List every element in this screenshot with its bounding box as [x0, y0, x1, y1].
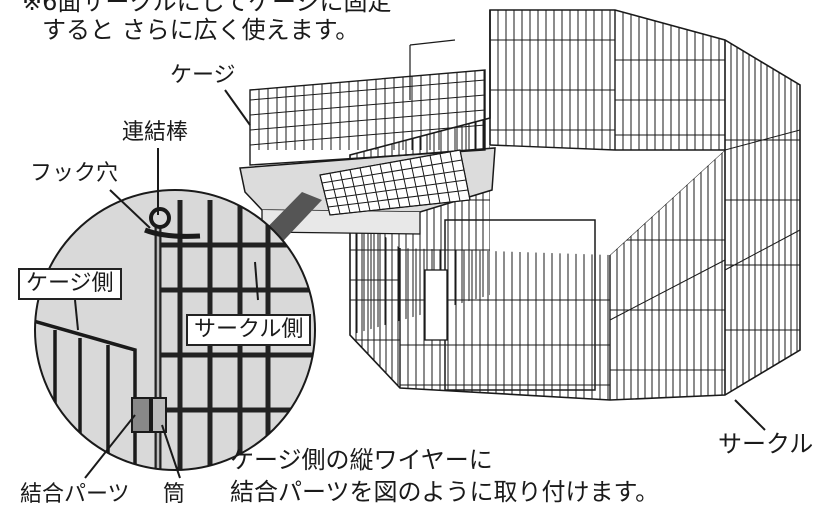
label-cage: ケージ	[170, 63, 236, 88]
cage-floor-wire	[319, 149, 461, 176]
leader-cage	[224, 89, 251, 126]
pen-door-latch	[424, 269, 448, 341]
pen-panel-back-right	[615, 10, 725, 150]
cage-floor-wire	[339, 171, 351, 213]
intro-line-2: すると さらに広く使えます。	[42, 16, 360, 44]
cage-floor-wire	[389, 162, 401, 208]
pen-rail	[610, 259, 725, 321]
label-circle-side: サークル側	[186, 314, 312, 346]
cage-hwire	[250, 79, 485, 101]
leader-cage-side	[74, 299, 79, 331]
cage-floor-wire	[449, 151, 461, 202]
cage-floor-wire	[319, 174, 331, 216]
cage-floor-wire	[429, 155, 441, 204]
label-tube: 筒	[163, 482, 186, 507]
cage	[239, 39, 496, 235]
cage-floor-wire	[325, 179, 467, 200]
hook-ring	[149, 207, 171, 229]
cage-floor-wire	[439, 153, 451, 203]
cage-hwire	[250, 124, 485, 146]
pen-panel-right	[725, 40, 800, 395]
cage-floor-wire	[369, 165, 381, 210]
caption-line-1: ケージ側の縦ワイヤーに	[230, 446, 493, 474]
joint-part	[131, 397, 151, 433]
cage-floor-wire	[327, 189, 469, 208]
label-cage-side: ケージ側	[18, 268, 122, 300]
pen-rail	[725, 129, 800, 151]
cage-floor-wire	[329, 173, 341, 215]
label-circle: サークル	[718, 430, 814, 458]
leader-hook-hole	[109, 189, 151, 229]
pen-panel-front-right	[610, 150, 725, 400]
cage-floor-wire	[349, 169, 361, 212]
leader-tube	[161, 424, 181, 479]
cage-hwire	[250, 109, 485, 131]
cage-floor-wire	[359, 167, 371, 211]
cage-floor-wire	[321, 159, 463, 184]
detail-inset	[34, 189, 316, 471]
cage-floor-wire	[459, 149, 471, 201]
cage-floor-wire	[329, 199, 471, 216]
label-hook-hole: フック穴	[30, 161, 119, 186]
cage-floor-wire	[399, 160, 411, 207]
leader-circle	[734, 399, 766, 431]
caption-line-2: 結合パーツを図のように取り付けます。	[230, 478, 660, 506]
tube-part	[151, 397, 167, 433]
label-connecting-rod: 連結棒	[122, 120, 189, 145]
cage-floor-wire	[409, 158, 421, 206]
cage-floor-wire	[323, 169, 465, 192]
hook-hole	[144, 227, 201, 239]
label-joint-parts: 結合パーツ	[20, 482, 130, 507]
leader-joint-parts	[84, 414, 136, 479]
intro-line-1: ※6面サークルにしてケージに固定	[22, 0, 392, 16]
pen-rail	[725, 229, 800, 271]
pen-panel-back-left	[490, 10, 615, 150]
cage-floor-wire	[379, 164, 391, 209]
cage-hwire	[250, 94, 485, 116]
leader-lines	[74, 89, 766, 479]
leader-circle-side	[254, 261, 259, 301]
cage-floor-wire	[419, 157, 431, 205]
